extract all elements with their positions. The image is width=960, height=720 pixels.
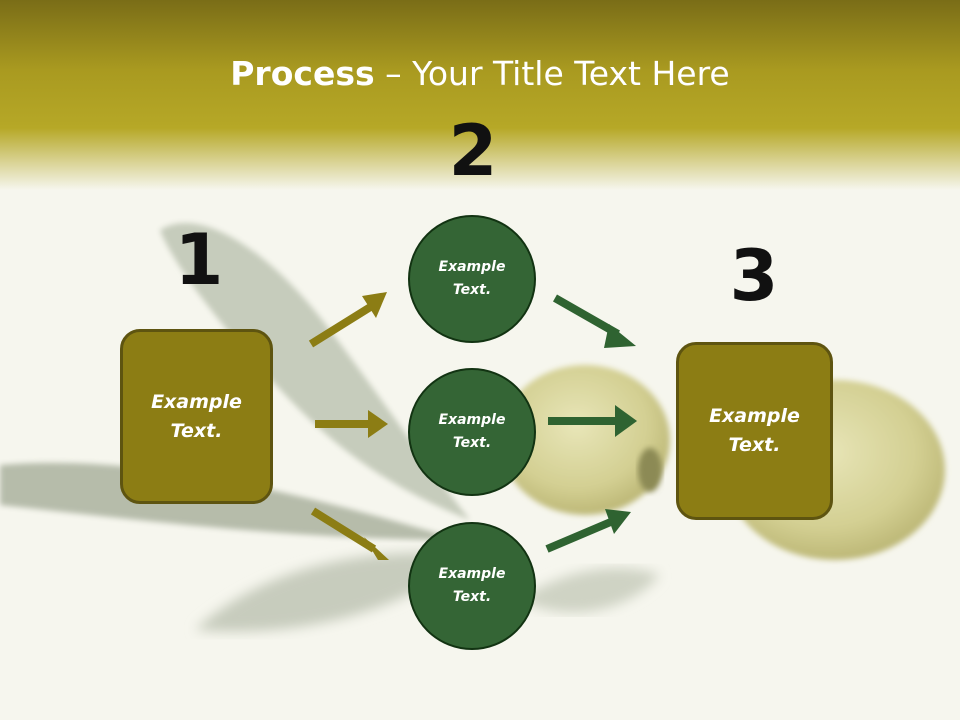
arrow-1-to-middle [315, 410, 388, 438]
circle-top-label: Example Text. [438, 259, 506, 298]
step-3-label: Example Text. [709, 405, 800, 456]
circle-middle-label: Example Text. [438, 412, 506, 451]
slide-title: Process – Your Title Text Here [0, 52, 960, 96]
arrow-bottom-to-3 [545, 509, 631, 553]
step-2-circle-middle: Example Text. [408, 368, 536, 496]
circle-bottom-label: Example Text. [438, 566, 506, 605]
step-1-box: Example Text. [120, 329, 273, 504]
step-number-3: 3 [729, 235, 779, 317]
arrow-top-to-3 [553, 294, 636, 348]
arrow-middle-to-3 [548, 405, 637, 437]
title-rest: – Your Title Text Here [374, 54, 730, 93]
step-2-circle-bottom: Example Text. [408, 522, 536, 650]
step-2-circle-top: Example Text. [408, 215, 536, 343]
arrow-1-to-bottom [310, 507, 389, 560]
arrow-1-to-top [308, 292, 387, 348]
step-3-box: Example Text. [676, 342, 833, 520]
step-number-1: 1 [174, 219, 224, 301]
title-band [0, 0, 960, 200]
step-number-2: 2 [448, 110, 498, 192]
title-bold: Process [230, 54, 375, 93]
step-1-label: Example Text. [151, 390, 242, 442]
